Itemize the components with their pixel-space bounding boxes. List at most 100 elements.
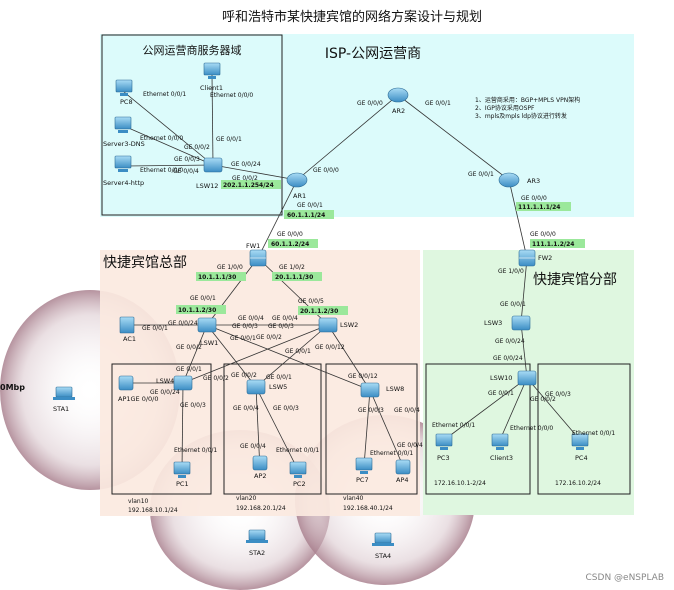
device-label: LSW2 [340, 321, 358, 329]
port-label: GE 0/0/0 [530, 231, 556, 238]
port-label: GE 0/0/1 [216, 136, 242, 143]
switch-icon[interactable] [197, 317, 217, 333]
device-label: PC1 [176, 480, 189, 488]
laptop-icon[interactable] [53, 386, 75, 400]
vlan10-box [111, 363, 212, 495]
bandwidth-label: 0Mbp [0, 383, 25, 392]
port-label: GE 0/0/24 [493, 355, 523, 362]
port-label: Ethernet 0/0/0 [210, 92, 253, 99]
laptop-icon[interactable] [372, 532, 394, 546]
device-label: LSW12 [196, 182, 218, 190]
port-label: GE 0/0/1 [468, 171, 494, 178]
device-label: LSW1 [200, 339, 218, 347]
port-label: GE 0/0/24 [231, 161, 261, 168]
pc-icon[interactable] [355, 457, 373, 474]
links [123, 74, 581, 471]
device-label: PC3 [437, 454, 450, 462]
port-label: Ethernet 0/0/1 [432, 422, 475, 429]
device-label: LSW5 [269, 383, 287, 391]
ap-icon[interactable] [118, 375, 134, 391]
ip-label: 20.1.1.1/30 [275, 274, 313, 281]
port-label: Ethernet 0/0/1 [276, 447, 319, 454]
pc-icon[interactable] [203, 62, 221, 79]
port-label: GE 0/0/3 [273, 405, 299, 412]
device-label: AR1 [293, 192, 306, 200]
switch-icon[interactable] [318, 317, 338, 333]
device-label: LSW4 [156, 377, 174, 385]
port-label: GE 0/0/2 [256, 334, 282, 341]
router-icon[interactable] [498, 172, 520, 188]
device-label: FW1 [246, 242, 260, 250]
pc-icon[interactable] [289, 461, 307, 478]
device-label: Client1 [200, 84, 223, 92]
ip-label: 10.1.1.2/30 [178, 307, 216, 314]
isp-region [100, 34, 634, 217]
note-3: 3、mpls及mpls ldp协议进行转发 [475, 112, 567, 120]
firewall-icon[interactable] [249, 249, 267, 267]
switch-icon[interactable] [173, 375, 193, 391]
port-label: GE 0/0/4 [397, 442, 423, 449]
server-domain-box [101, 34, 283, 216]
ip-label: 60.1.1.1/24 [287, 212, 325, 219]
ap-icon[interactable] [252, 455, 268, 471]
pc-icon[interactable] [571, 433, 589, 450]
devices [53, 62, 589, 546]
pc-icon[interactable] [491, 433, 509, 450]
device-label: AC1 [123, 335, 136, 343]
laptop-icon[interactable] [246, 529, 268, 543]
port-label: GE 0/0/2 [231, 372, 257, 379]
switch-icon[interactable] [246, 379, 266, 395]
pc-icon[interactable] [115, 79, 133, 96]
port-label: GE 0/0/1 [488, 390, 514, 397]
port-label: GE 0/0/0 [521, 195, 547, 202]
pc-icon[interactable] [435, 433, 453, 450]
ap-icon[interactable] [395, 459, 411, 475]
vlan-label: vlan10 [128, 498, 149, 505]
port-label: GE 0/0/3 [232, 323, 258, 330]
switch-icon[interactable] [203, 157, 223, 173]
pc-icon[interactable] [173, 461, 191, 478]
vlan-ip: 172.16.10.2/24 [555, 480, 601, 487]
device-label: Client3 [490, 454, 513, 462]
device-label: PC7 [356, 476, 369, 484]
branch-vlan1-box [425, 363, 531, 495]
port-label: Ethernet 0/0/1 [143, 91, 186, 98]
port-label: GE 1/0/0 [498, 268, 524, 275]
device-label: LSW10 [490, 374, 512, 382]
port-label: GE 0/0/2 [232, 175, 258, 182]
port-label: Ethernet 0/0/0 [140, 135, 183, 142]
ac-icon[interactable] [119, 316, 135, 334]
device-label: STA2 [249, 549, 265, 557]
device-label: LSW3 [484, 319, 502, 327]
port-label: GE 0/0/2 [530, 396, 556, 403]
ip-label: 20.1.1.2/30 [300, 308, 338, 315]
port-label: GE 0/0/3 [268, 323, 294, 330]
vlan-label: vlan20 [236, 495, 257, 502]
device-label: PC2 [293, 480, 306, 488]
device-label: FW2 [538, 254, 552, 262]
port-label: GE 0/0/1 [230, 335, 256, 342]
switch-icon[interactable] [517, 370, 537, 386]
router-icon[interactable] [286, 172, 308, 188]
server-icon[interactable] [114, 155, 132, 172]
port-label: GE 0/0/3 [358, 407, 384, 414]
port-label: GE 0/0/1 [285, 348, 311, 355]
switch-icon[interactable] [360, 382, 380, 398]
switch-icon[interactable] [511, 315, 531, 331]
firewall-icon[interactable] [518, 249, 536, 267]
device-label: AP4 [396, 476, 409, 484]
isp-region-label: ISP-公网运营商 [325, 46, 421, 62]
note-2: 2、IGP协议采用OSPF [475, 104, 535, 112]
port-label: Ethernet 0/0/1 [370, 450, 413, 457]
port-label: GE 0/0/5 [298, 298, 324, 305]
device-label: AR2 [392, 107, 405, 115]
device-label: LSW8 [386, 385, 404, 393]
ip-label: 60.1.1.2/24 [271, 241, 309, 248]
ip-label: 202.1.1.254/24 [223, 182, 274, 189]
port-label: GE 0/0/12 [315, 344, 345, 351]
port-label: GE 0/0/1 [176, 366, 202, 373]
port-label: GE 0/0/1 [190, 295, 216, 302]
server-icon[interactable] [114, 116, 132, 133]
router-icon[interactable] [387, 87, 409, 103]
